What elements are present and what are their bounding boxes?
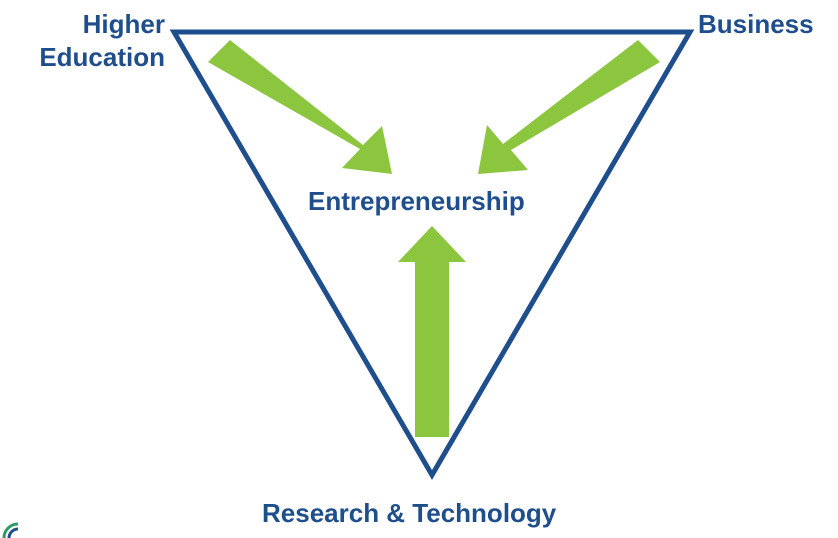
node-higher-education: Higher Education (22, 8, 165, 73)
node-entrepreneurship: Entrepreneurship (308, 186, 525, 216)
arrow-research-technology (398, 226, 466, 437)
node-business: Business (698, 9, 814, 39)
arrow-business (478, 40, 660, 174)
triangle-outline (169, 29, 695, 480)
logo-icon (2, 522, 19, 538)
arrow-higher-education (208, 40, 392, 174)
higher-education-line-2: Education (39, 41, 165, 72)
node-research-technology: Research & Technology (262, 498, 557, 528)
higher-education-line-1: Higher (82, 9, 165, 39)
